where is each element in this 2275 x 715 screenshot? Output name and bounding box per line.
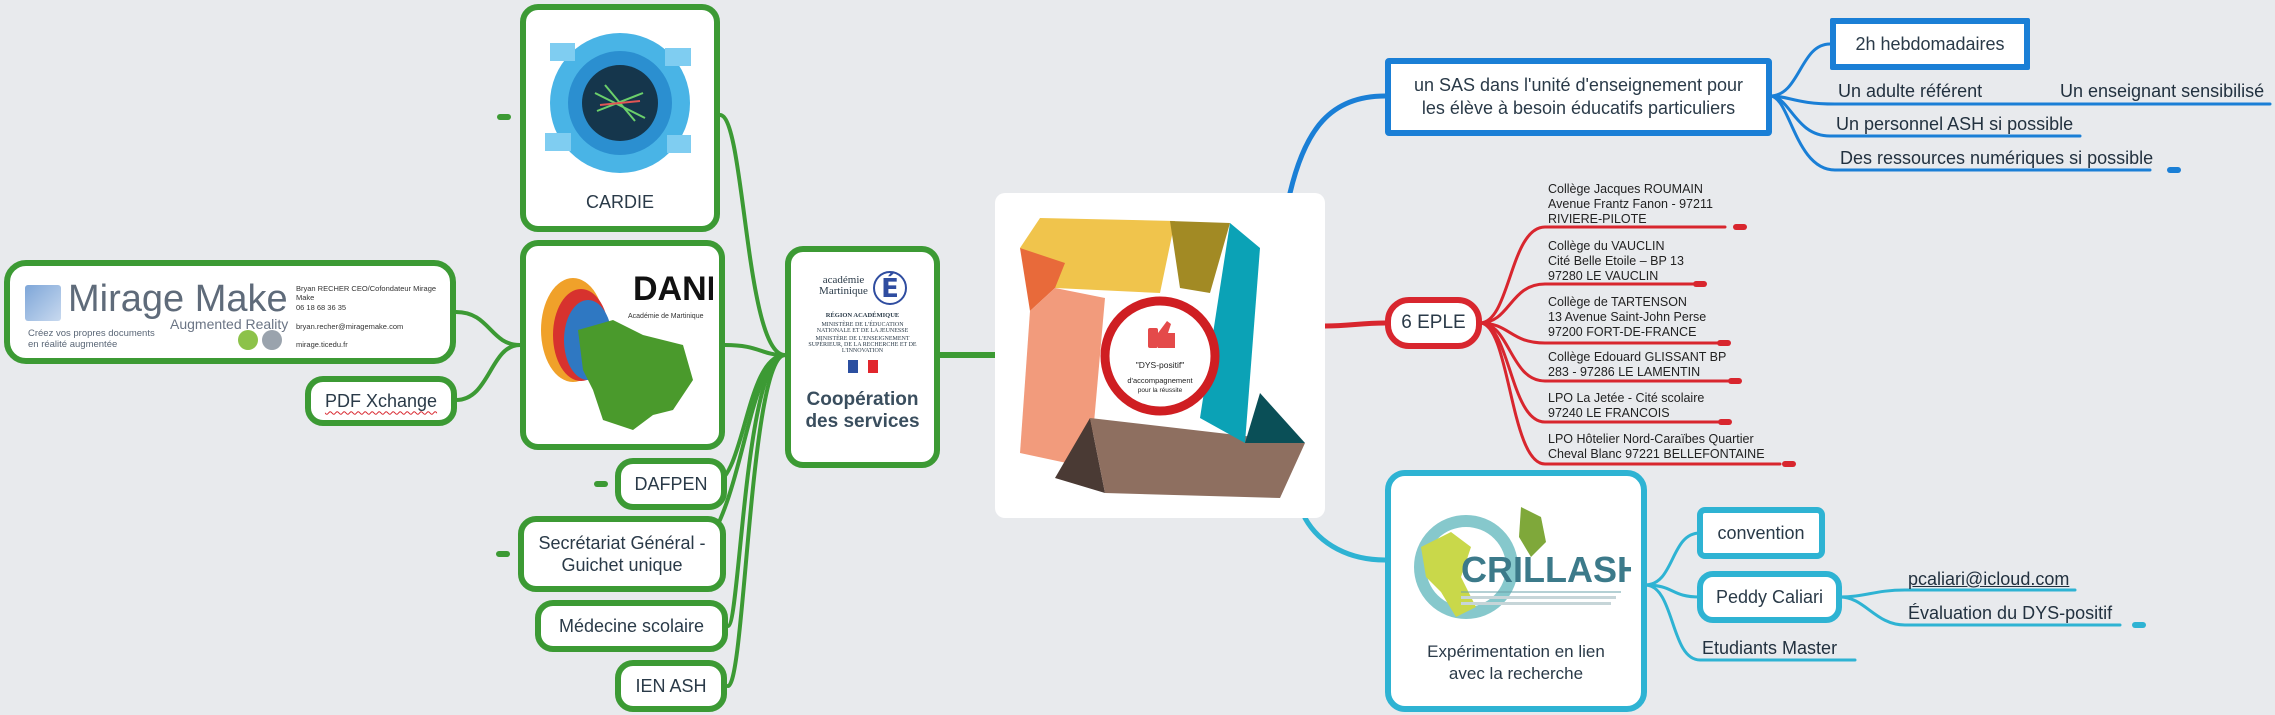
mirage-title: Mirage Make — [68, 278, 288, 320]
mirage-logo-icon — [25, 285, 61, 321]
ressources-collapse-dots[interactable] — [2167, 167, 2181, 173]
ien-label: IEN ASH — [635, 675, 707, 696]
school-lajetee[interactable]: LPO La Jetée - Cité scolaire 97240 LE FR… — [1548, 391, 1705, 420]
badge-line1: "DYS-positif" — [1136, 360, 1185, 370]
school-glissant[interactable]: Collège Edouard GLISSANT BP 283 - 97286 … — [1548, 350, 1727, 379]
hebdo-label: 2h hebdomadaires — [1855, 33, 2005, 54]
peddy-label: Peddy Caliari — [1715, 586, 1824, 607]
link-coop-cardie — [718, 113, 787, 357]
ien-ash-node[interactable]: IEN ASH — [615, 660, 727, 712]
secretariat-node[interactable]: Secrétariat Général - Guichet unique — [518, 516, 726, 592]
convention-label: convention — [1717, 522, 1805, 543]
badge-line2: d'accompagnement — [1127, 376, 1193, 385]
enseignant-sensibilise-label[interactable]: Un enseignant sensibilisé — [2060, 81, 2265, 101]
dane-label: DANE — [633, 270, 713, 308]
school-tartenson[interactable]: Collège de TARTENSON 13 Avenue Saint-Joh… — [1548, 295, 1707, 339]
evaluation-label[interactable]: Évaluation du DYS-positif — [1908, 603, 2113, 623]
hebdo-node[interactable]: 2h hebdomadaires — [1830, 18, 2030, 70]
ressources-label[interactable]: Des ressources numériques si possible — [1840, 148, 2154, 168]
convention-node[interactable]: convention — [1697, 507, 1825, 559]
school-roumain-dots[interactable] — [1733, 224, 1747, 230]
eple-title: 6 EPLE — [1401, 312, 1466, 333]
school-vauclin[interactable]: Collège du VAUCLIN Cité Belle Etoile – B… — [1548, 239, 1684, 283]
dane-node[interactable]: DANE Académie de Martinique — [520, 240, 725, 450]
cooperation-title: Coopération des services — [805, 389, 920, 432]
etudiants-label[interactable]: Etudiants Master — [1702, 638, 1838, 658]
link-center-crillash — [1302, 515, 1388, 563]
crillash-logo-text: CRILLASH — [1461, 549, 1631, 590]
cooperation-node[interactable]: académie Martinique É RÉGION ACADÉMIQUE … — [785, 246, 940, 468]
cardie-gear-icon — [545, 33, 691, 173]
mirage-person: Bryan RECHER CEO/Cofondateur Mirage Make — [296, 284, 437, 302]
school-hotelier-dots[interactable] — [1782, 461, 1796, 467]
pdf-label: PDF Xchange — [324, 390, 438, 411]
central-logo[interactable]: "DYS-positif" d'accompagnement pour la r… — [995, 193, 1325, 518]
peddy-email[interactable]: pcaliari@icloud.com — [1908, 569, 2070, 589]
academie-logo: académie Martinique É — [819, 266, 907, 306]
link-dane-pdf — [454, 343, 522, 402]
marianne-flag-icon — [847, 360, 878, 373]
school-glissant-dots[interactable] — [1728, 378, 1742, 384]
sas-title: un SAS dans l'unité d'enseignement pour … — [1413, 75, 1744, 118]
school-roumain[interactable]: Collège Jacques ROUMAIN Avenue Frantz Fa… — [1548, 182, 1713, 226]
logo-text: académie Martinique — [819, 274, 868, 297]
mirage-email[interactable]: bryan.recher@miragemake.com — [296, 322, 404, 331]
link-center-eple — [1322, 320, 1388, 329]
medecine-label: Médecine scolaire — [558, 615, 705, 636]
mirage-make-card[interactable]: Mirage Make Augmented Reality Créez vos … — [4, 260, 456, 364]
secretariat-collapse-dots[interactable] — [496, 551, 510, 557]
medecine-node[interactable]: Médecine scolaire — [535, 600, 728, 652]
org-line3: MINISTÈRE DE L'ENSEIGNEMENT SUPÉRIEUR, D… — [808, 336, 917, 354]
cardie-label: CARDIE — [585, 192, 654, 212]
svg-text:É: É — [881, 272, 899, 304]
dys-positif-logo: "DYS-positif" d'accompagnement pour la r… — [1020, 218, 1305, 498]
peddy-node[interactable]: Peddy Caliari — [1697, 571, 1842, 623]
school-hotelier[interactable]: LPO Hôtelier Nord-Caraïbes Quartier Chev… — [1548, 432, 1765, 461]
link-coop-dane — [723, 343, 787, 357]
dafpen-collapse-dots[interactable] — [594, 481, 608, 487]
adulte-referent-label[interactable]: Un adulte référent — [1838, 81, 1983, 101]
evaluation-collapse-dots[interactable] — [2132, 622, 2146, 628]
e-logo-icon: É — [872, 271, 907, 305]
cardie-collapse-dots[interactable] — [497, 114, 511, 120]
crillash-title: Expérimentation en lien avec la recherch… — [1427, 642, 1605, 683]
dane-logo-icon: DANE Académie de Martinique — [540, 270, 713, 430]
sas-node[interactable]: un SAS dans l'unité d'enseignement pour … — [1385, 58, 1772, 136]
school-lajetee-dots[interactable] — [1718, 419, 1732, 425]
secretariat-label: Secrétariat Général - Guichet unique — [538, 533, 706, 575]
cardie-node[interactable]: CARDIE — [520, 4, 720, 232]
link-coop-ien — [726, 353, 787, 688]
pdf-xchange-node[interactable]: PDF Xchange — [305, 376, 457, 426]
school-tartenson-dots[interactable] — [1717, 340, 1731, 346]
school-vauclin-dots[interactable] — [1693, 281, 1707, 287]
org-line2: MINISTÈRE DE L'ÉDUCATION NATIONALE ET DE… — [816, 322, 909, 334]
mirage-subtitle: Augmented Reality — [170, 316, 289, 332]
link-dane-mirage — [454, 310, 522, 347]
mirage-tagline: Créez vos propres documents en réalité a… — [28, 328, 155, 350]
android-icon — [238, 330, 258, 350]
crillash-logo-icon: CRILLASH — [1414, 507, 1631, 619]
dafpen-label: DAFPEN — [634, 473, 708, 494]
personnel-ash-label[interactable]: Un personnel ASH si possible — [1836, 114, 2074, 134]
dafpen-node[interactable]: DAFPEN — [615, 458, 727, 510]
apple-icon — [262, 330, 282, 350]
link-center-sas — [1287, 93, 1388, 196]
eple-node[interactable]: 6 EPLE — [1385, 297, 1482, 349]
mirage-phone: 06 18 68 36 35 — [296, 303, 347, 312]
crillash-node[interactable]: CRILLASH Expérimentation en lien avec la… — [1385, 470, 1647, 712]
dane-sub: Académie de Martinique — [628, 313, 704, 320]
badge-line3: pour la réussite — [1138, 387, 1183, 394]
link-coop-medecine — [726, 353, 787, 628]
mirage-web[interactable]: mirage.ticedu.fr — [296, 340, 348, 349]
org-line1: RÉGION ACADÉMIQUE — [825, 312, 900, 319]
